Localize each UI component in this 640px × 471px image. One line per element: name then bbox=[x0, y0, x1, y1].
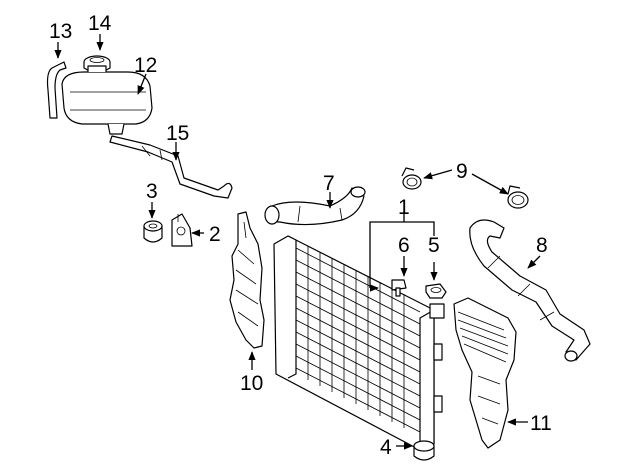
part-11-right-air-deflector[interactable] bbox=[453, 297, 517, 449]
callout-10[interactable]: 10 bbox=[240, 372, 263, 395]
part-9-hose-clamps[interactable] bbox=[401, 167, 529, 209]
part-7-upper-radiator-hose[interactable] bbox=[264, 186, 366, 226]
callout-14[interactable]: 14 bbox=[88, 12, 112, 35]
callout-6[interactable]: 6 bbox=[398, 234, 410, 257]
callout-15[interactable]: 15 bbox=[166, 122, 189, 145]
callout-7[interactable]: 7 bbox=[323, 172, 335, 195]
callout-3[interactable]: 3 bbox=[146, 180, 158, 203]
radiator-core-fins bbox=[295, 246, 421, 433]
callout-11[interactable]: 11 bbox=[530, 412, 552, 435]
part-5-drain-plug[interactable] bbox=[425, 283, 447, 299]
part-1-radiator[interactable] bbox=[273, 235, 445, 451]
callout-12[interactable]: 12 bbox=[134, 54, 157, 77]
callout-labels: 13 14 12 15 3 2 10 7 1 6 5 9 8 11 4 bbox=[49, 12, 552, 459]
callout-5[interactable]: 5 bbox=[428, 234, 440, 257]
callout-13[interactable]: 13 bbox=[49, 20, 72, 43]
part-3-grommet[interactable] bbox=[143, 220, 163, 243]
part-12-expansion-tank[interactable] bbox=[61, 65, 153, 135]
part-6-bolt[interactable] bbox=[391, 279, 407, 297]
callout-9[interactable]: 9 bbox=[456, 160, 468, 183]
part-10-left-air-deflector[interactable] bbox=[229, 211, 265, 349]
callout-4[interactable]: 4 bbox=[380, 436, 392, 459]
callout-1[interactable]: 1 bbox=[398, 196, 410, 219]
leader-lines bbox=[54, 34, 541, 450]
part-8-lower-radiator-hose[interactable] bbox=[469, 219, 591, 362]
deflector-bellows bbox=[457, 311, 509, 363]
part-4-grommet[interactable] bbox=[413, 440, 435, 461]
callout-2[interactable]: 2 bbox=[209, 223, 221, 246]
callout-8[interactable]: 8 bbox=[536, 234, 548, 257]
part-2-bracket[interactable] bbox=[171, 213, 193, 247]
part-15-overflow-hose[interactable] bbox=[109, 135, 233, 199]
part-13-vent-hose[interactable] bbox=[46, 61, 67, 119]
